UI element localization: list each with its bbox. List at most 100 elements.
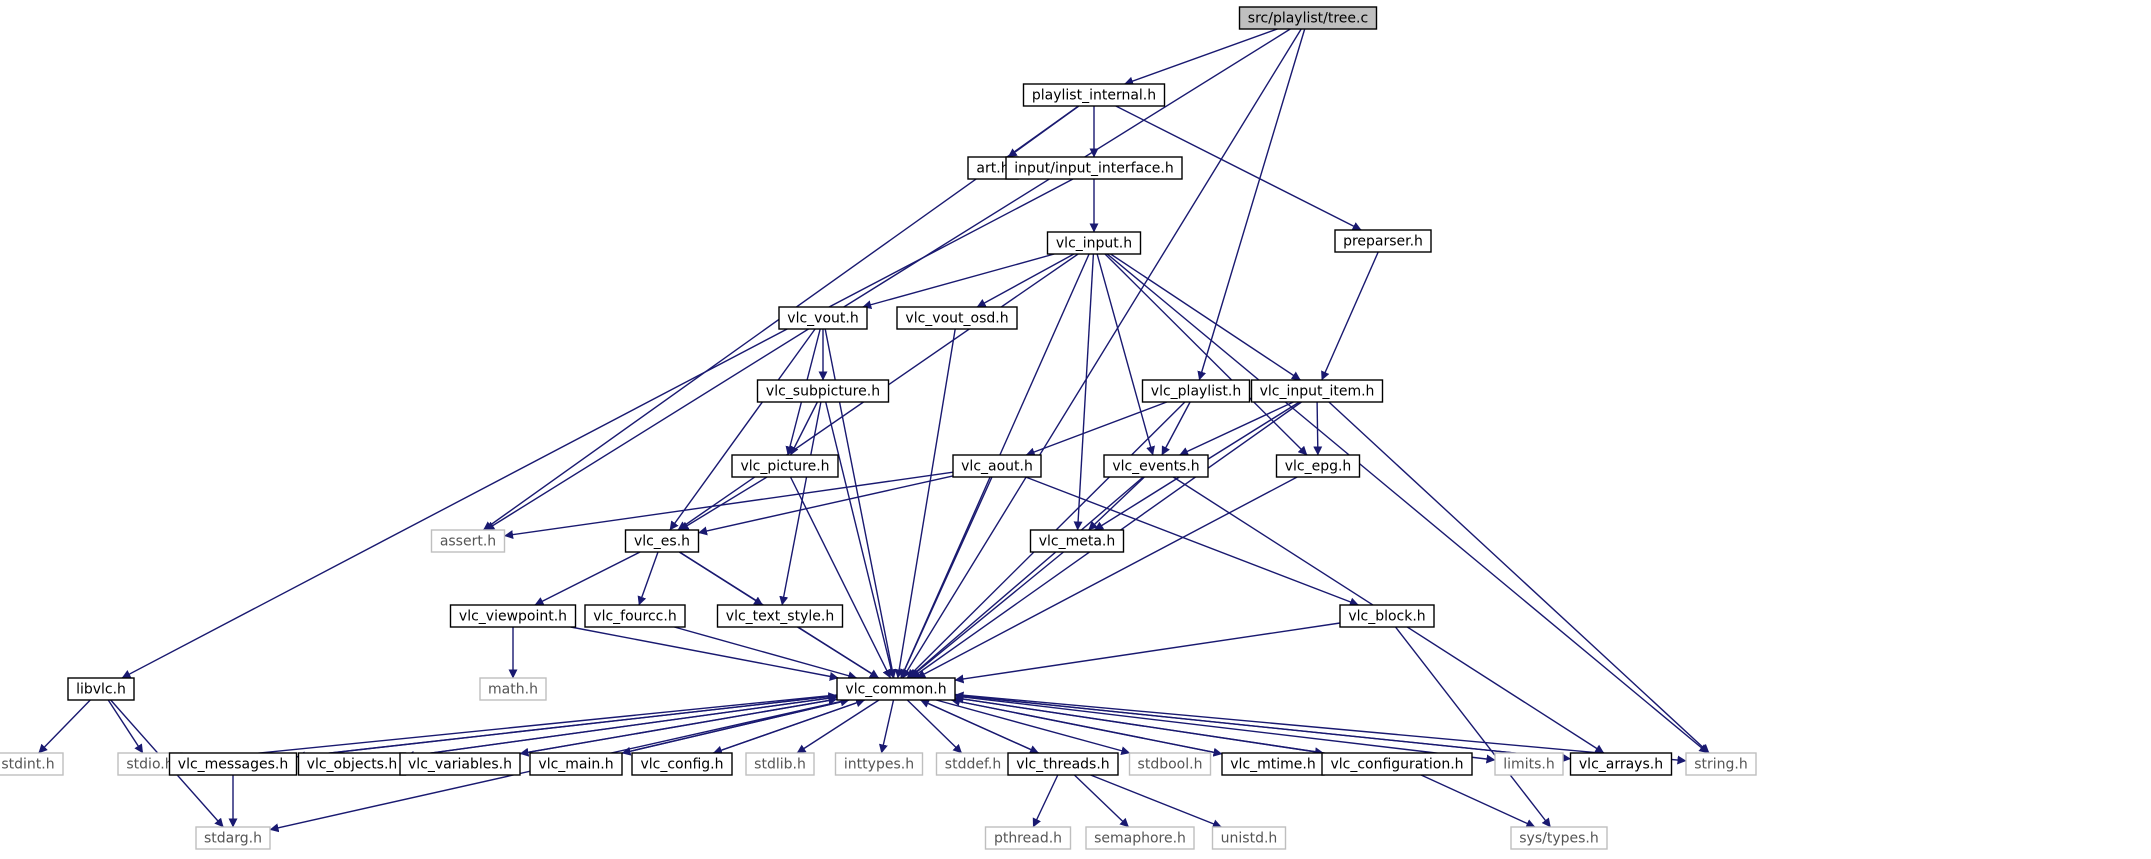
edge-vlc-aout-to-vlc-es [698,475,954,536]
node-libvlc[interactable]: libvlc.h [67,677,135,701]
node-label: pthread.h [994,831,1062,847]
node-assert: assert.h [430,529,506,553]
node-vlc-vout-osd[interactable]: vlc_vout_osd.h [896,306,1018,330]
node-label: math.h [488,682,538,698]
node-vlc-epg[interactable]: vlc_epg.h [1275,454,1361,478]
node-stdbool: stdbool.h [1128,752,1212,776]
edge-vlc-subpicture-to-vlc-picture [789,401,819,456]
node-box [1334,229,1432,253]
node-playlist-internal[interactable]: playlist_internal.h [1022,83,1166,107]
node-vlc-text-style[interactable]: vlc_text_style.h [716,604,844,628]
node-preparser[interactable]: preparser.h [1334,229,1432,253]
node-label: semaphore.h [1094,831,1186,847]
node-box [716,604,844,628]
node-label: stdio.h [126,757,173,773]
node-label: vlc_input_item.h [1260,384,1375,400]
node-vlc-picture[interactable]: vlc_picture.h [731,454,839,478]
node-box [952,454,1042,478]
node-vlc-configuration[interactable]: vlc_configuration.h [1321,752,1473,776]
node-vlc-threads[interactable]: vlc_threads.h [1007,752,1119,776]
node-box [731,454,839,478]
node-box [834,752,924,776]
node-vlc-playlist[interactable]: vlc_playlist.h [1141,379,1251,403]
node-vlc-aout[interactable]: vlc_aout.h [952,454,1042,478]
edge-vlc-events-to-vlc-common [908,476,1144,679]
edge-vlc-common-to-stdio [181,694,838,765]
node-box [67,677,135,701]
node-label: vlc_vout.h [787,311,858,327]
node-limits: limits.h [1494,752,1564,776]
node-box [1275,454,1361,478]
node-vlc-objects[interactable]: vlc_objects.h [297,752,407,776]
node-box [195,826,271,850]
edge-vlc-picture-to-vlc-es [679,476,768,531]
edge-vlc-arrays-to-vlc-common [954,691,1571,760]
node-vlc-subpicture[interactable]: vlc_subpicture.h [756,379,890,403]
node-vlc-mtime[interactable]: vlc_mtime.h [1221,752,1325,776]
node-label: vlc_mtime.h [1230,757,1315,773]
edge-tree-c-to-vlc-common [902,28,1302,679]
node-tree-c[interactable]: src/playlist/tree.c [1238,6,1378,30]
node-vlc-input-item[interactable]: vlc_input_item.h [1250,379,1384,403]
node-vlc-vout[interactable]: vlc_vout.h [778,306,868,330]
node-label: stdbool.h [1138,757,1203,773]
node-vlc-block[interactable]: vlc_block.h [1339,604,1435,628]
node-label: string.h [1694,757,1748,773]
node-box [584,604,686,628]
node-inttypes: inttypes.h [834,752,924,776]
edge-vlc-vout-to-vlc-es [669,328,816,531]
node-vlc-input[interactable]: vlc_input.h [1046,231,1142,255]
node-vlc-events[interactable]: vlc_events.h [1103,454,1209,478]
edge-vlc-viewpoint-to-vlc-common [570,626,839,681]
edge-vlc-common-to-limits [954,695,1496,764]
node-box [449,604,577,628]
node-label: vlc_block.h [1348,609,1425,625]
node-label: art.h [976,161,1009,177]
node-vlc-viewpoint[interactable]: vlc_viewpoint.h [449,604,577,628]
edge-vlc-epg-to-vlc-common [916,476,1298,679]
edge-vlc-input-to-vlc-events [1096,253,1155,456]
node-box [1046,231,1142,255]
node-box [1007,752,1119,776]
edge-vlc-picture-to-vlc-common [789,476,892,679]
edge-vlc-vout-osd-to-vlc-common [894,328,956,679]
edge-vlc-text-style-to-vlc-common [797,626,879,679]
node-vlc-arrays[interactable]: vlc_arrays.h [1569,752,1673,776]
node-label: vlc_picture.h [740,459,829,475]
edge-vlc-playlist-to-vlc-aout [1025,401,1168,457]
node-input-interface[interactable]: input/input_interface.h [1005,156,1183,180]
node-box [1141,379,1251,403]
node-vlc-main[interactable]: vlc_main.h [529,752,623,776]
node-vlc-common[interactable]: vlc_common.h [836,677,956,701]
node-label: stdlib.h [754,757,806,773]
edge-vlc-threads-to-unistd [1090,774,1222,829]
node-vlc-es[interactable]: vlc_es.h [624,529,700,553]
node-vlc-config[interactable]: vlc_config.h [631,752,733,776]
node-label: vlc_input.h [1056,236,1132,252]
node-unistd: unistd.h [1211,826,1287,850]
node-box [430,529,506,553]
node-label: vlc_es.h [634,534,690,550]
edge-vlc-config-to-vlc-common [713,698,866,754]
edge-vlc-input-item-to-vlc-epg [1313,401,1323,456]
node-box [1238,6,1378,30]
node-box [1128,752,1212,776]
node-vlc-fourcc[interactable]: vlc_fourcc.h [584,604,686,628]
node-box [1569,752,1673,776]
edge-vlc-es-to-vlc-viewpoint [534,551,641,606]
node-label: vlc_events.h [1112,459,1199,475]
edge-vlc-input-item-to-vlc-events [1179,401,1294,456]
edge-tree-c-to-playlist-internal [1124,28,1278,86]
node-vlc-variables[interactable]: vlc_variables.h [399,752,521,776]
edge-vlc-input-to-vlc-vout [862,253,1055,310]
node-box [984,826,1072,850]
node-box [778,306,868,330]
node-box [1250,379,1384,403]
node-vlc-messages[interactable]: vlc_messages.h [168,752,298,776]
node-box [168,752,298,776]
node-box [479,677,547,701]
node-box [631,752,733,776]
node-vlc-meta[interactable]: vlc_meta.h [1029,529,1125,553]
edge-vlc-playlist-to-vlc-events [1161,401,1191,456]
